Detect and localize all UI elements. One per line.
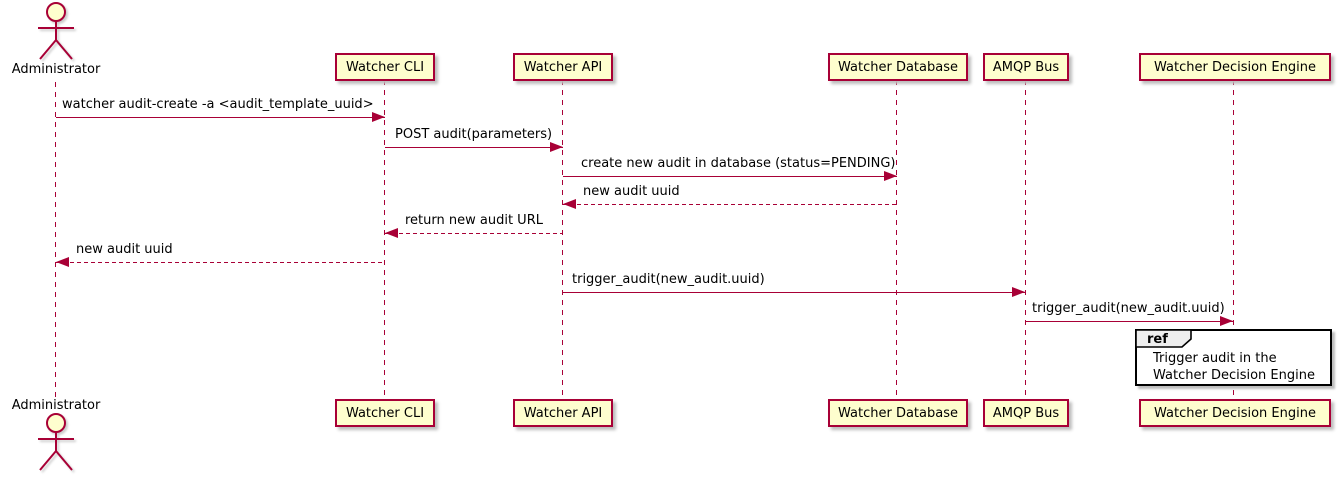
ref-fragment: ref Trigger audit in the Watcher Decisio… [1135, 329, 1332, 386]
ref-keyword: ref [1147, 332, 1168, 347]
message-label: return new audit URL [405, 213, 543, 228]
ref-text-line-1: Trigger audit in the [1153, 351, 1277, 366]
message-line [56, 262, 385, 263]
message-label: watcher audit-create -a <audit_template_… [62, 97, 374, 112]
participant-amqp-bus-top: AMQP Bus [983, 53, 1069, 81]
lifeline-amqp-bus [1025, 80, 1026, 399]
arrowhead-right [1012, 287, 1025, 297]
lifeline-administrator [55, 82, 56, 399]
arrowhead-right [372, 112, 385, 122]
participant-watcher-api-top: Watcher API [513, 53, 613, 81]
participant-watcher-cli-bottom: Watcher CLI [335, 399, 435, 427]
ref-text-line-2: Watcher Decision Engine [1153, 368, 1315, 383]
message-label: create new audit in database (status=PEN… [581, 156, 896, 171]
arrowhead-left [563, 199, 576, 209]
actor-name-top: Administrator [11, 62, 101, 77]
actor-name-bottom: Administrator [11, 398, 101, 413]
message-label: trigger_audit(new_audit.uuid) [572, 272, 765, 287]
arrowhead-right [550, 142, 563, 152]
message-label: new audit uuid [583, 184, 680, 199]
lifeline-watcher-decision-engine [1233, 80, 1234, 399]
actor-icon-top [38, 2, 74, 60]
arrowhead-left [56, 257, 69, 267]
participant-watcher-database-top: Watcher Database [828, 53, 968, 81]
message-line [385, 147, 563, 148]
message-line [385, 233, 563, 234]
ref-tab-shape [1135, 329, 1192, 348]
message-line [56, 117, 385, 118]
arrowhead-right [1220, 316, 1233, 326]
message-label: trigger_audit(new_audit.uuid) [1032, 301, 1225, 316]
actor-icon-bottom [38, 413, 74, 471]
message-label: POST audit(parameters) [395, 127, 553, 142]
lifeline-watcher-cli [384, 80, 385, 399]
participant-watcher-api-bottom: Watcher API [513, 399, 613, 427]
participant-watcher-decision-engine-bottom: Watcher Decision Engine [1139, 399, 1331, 427]
message-line [1026, 321, 1234, 322]
participant-amqp-bus-bottom: AMQP Bus [983, 399, 1069, 427]
arrowhead-right [884, 171, 897, 181]
message-label: new audit uuid [76, 242, 173, 257]
message-line [563, 292, 1026, 293]
participant-watcher-database-bottom: Watcher Database [828, 399, 968, 427]
lifeline-watcher-api [562, 80, 563, 399]
participant-watcher-decision-engine-top: Watcher Decision Engine [1139, 53, 1331, 81]
arrowhead-left [385, 228, 398, 238]
message-line [563, 176, 897, 177]
message-line [563, 204, 897, 205]
participant-watcher-cli-top: Watcher CLI [335, 53, 435, 81]
lifeline-watcher-database [896, 80, 897, 399]
